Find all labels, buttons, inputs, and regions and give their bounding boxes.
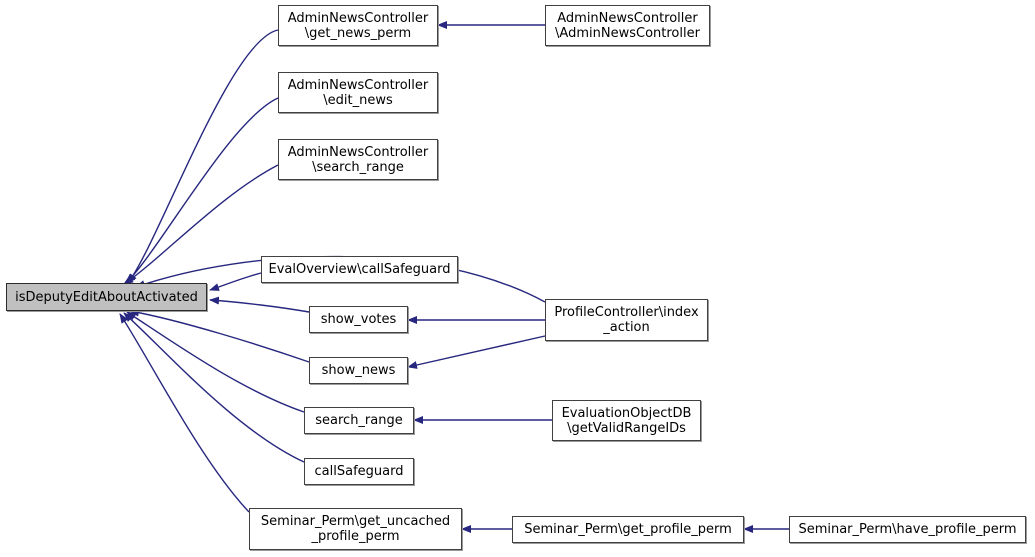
- graph-node-label: Seminar_Perm\get_uncached _profile_perm: [260, 514, 451, 544]
- graph-node-sem_getprofile[interactable]: Seminar_Perm\get_profile_perm: [512, 516, 744, 543]
- graph-node-label: AdminNewsController \get_news_perm: [287, 10, 429, 41]
- graph-node-label: callSafeguard: [314, 464, 404, 479]
- graph-edge: [209, 272, 262, 291]
- graph-node-sem_haveprofile[interactable]: Seminar_Perm\have_profile_perm: [789, 516, 1026, 543]
- graph-node-label: AdminNewsController \search_range: [287, 144, 429, 175]
- graph-node-label: AdminNewsController \edit_news: [287, 77, 429, 108]
- graph-node-label: search_range: [315, 413, 403, 428]
- graph-edge: [126, 311, 305, 413]
- graph-node-evalobjdb[interactable]: EvaluationObjectDB \getValidRangeIDs: [552, 400, 701, 441]
- graph-edge: [129, 308, 310, 363]
- graph-node-sem_uncached[interactable]: Seminar_Perm\get_uncached _profile_perm: [249, 508, 462, 550]
- graph-node-label: Seminar_Perm\get_profile_perm: [524, 522, 732, 537]
- graph-node-label: show_news: [321, 363, 396, 378]
- graph-node-label: AdminNewsController \AdminNewsController: [555, 10, 700, 41]
- graph-node-get_news_perm[interactable]: AdminNewsController \get_news_perm: [278, 5, 438, 46]
- graph-edge: [127, 29, 279, 284]
- graph-edge: [123, 312, 305, 463]
- graph-edge: [209, 296, 310, 313]
- graph-node-search_range[interactable]: search_range: [304, 407, 414, 434]
- graph-edge: [407, 335, 546, 369]
- graph-edge: [125, 97, 279, 284]
- graph-node-label: Seminar_Perm\have_profile_perm: [798, 522, 1017, 537]
- graph-node-center[interactable]: isDeputyEditAboutActivated: [6, 283, 207, 311]
- graph-node-label: ProfileController\index _action: [554, 305, 699, 335]
- graph-edge: [119, 313, 250, 513]
- graph-node-show_news[interactable]: show_news: [309, 357, 408, 384]
- graph-node-edit_news[interactable]: AdminNewsController \edit_news: [278, 72, 438, 113]
- graph-node-profilectrl[interactable]: ProfileController\index _action: [545, 299, 708, 341]
- graph-node-label: EvalOverview\callSafeguard: [268, 262, 451, 277]
- graph-node-evaloverview[interactable]: EvalOverview\callSafeguard: [261, 256, 458, 283]
- graph-node-anc_anc[interactable]: AdminNewsController \AdminNewsController: [545, 5, 710, 46]
- graph-node-anc_search[interactable]: AdminNewsController \search_range: [278, 139, 438, 180]
- graph-edge: [123, 164, 279, 285]
- graph-node-label: EvaluationObjectDB \getValidRangeIDs: [561, 405, 692, 436]
- graph-node-label: isDeputyEditAboutActivated: [15, 289, 198, 305]
- graph-node-callsafeguard[interactable]: callSafeguard: [304, 458, 414, 485]
- graph-node-show_votes[interactable]: show_votes: [309, 306, 408, 333]
- graph-node-label: show_votes: [320, 312, 397, 327]
